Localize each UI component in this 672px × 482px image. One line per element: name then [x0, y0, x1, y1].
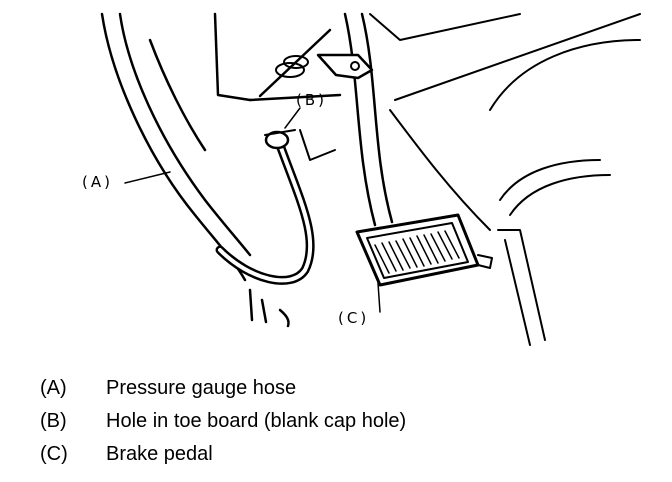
brake-pedal-illustration: (A) (B) (C) [82, 12, 641, 346]
firewall-lines [369, 13, 641, 346]
pressure-gauge-hose [215, 129, 315, 285]
legend-text: Hole in toe board (blank cap hole) [106, 410, 407, 432]
leader-lines [124, 107, 381, 313]
legend-item: (C) Brake pedal [40, 438, 640, 471]
legend: (A) Pressure gauge hose (B) Hole in toe … [40, 372, 640, 471]
legend-text: Brake pedal [106, 443, 213, 465]
toe-board-outline [100, 12, 342, 328]
legend-item: (B) Hole in toe board (blank cap hole) [40, 405, 640, 438]
brake-pedal-pad [355, 213, 493, 287]
callout-c: (C) [338, 309, 370, 327]
callout-b: (B) [296, 91, 327, 109]
legend-key: (B) [40, 410, 67, 432]
brake-pedal-arm [316, 12, 394, 227]
legend-key: (A) [40, 377, 67, 399]
callout-a: (A) [82, 173, 113, 191]
legend-key: (C) [40, 443, 68, 465]
legend-item: (A) Pressure gauge hose [40, 372, 640, 405]
legend-text: Pressure gauge hose [106, 377, 297, 399]
toe-board-hole [275, 55, 336, 161]
